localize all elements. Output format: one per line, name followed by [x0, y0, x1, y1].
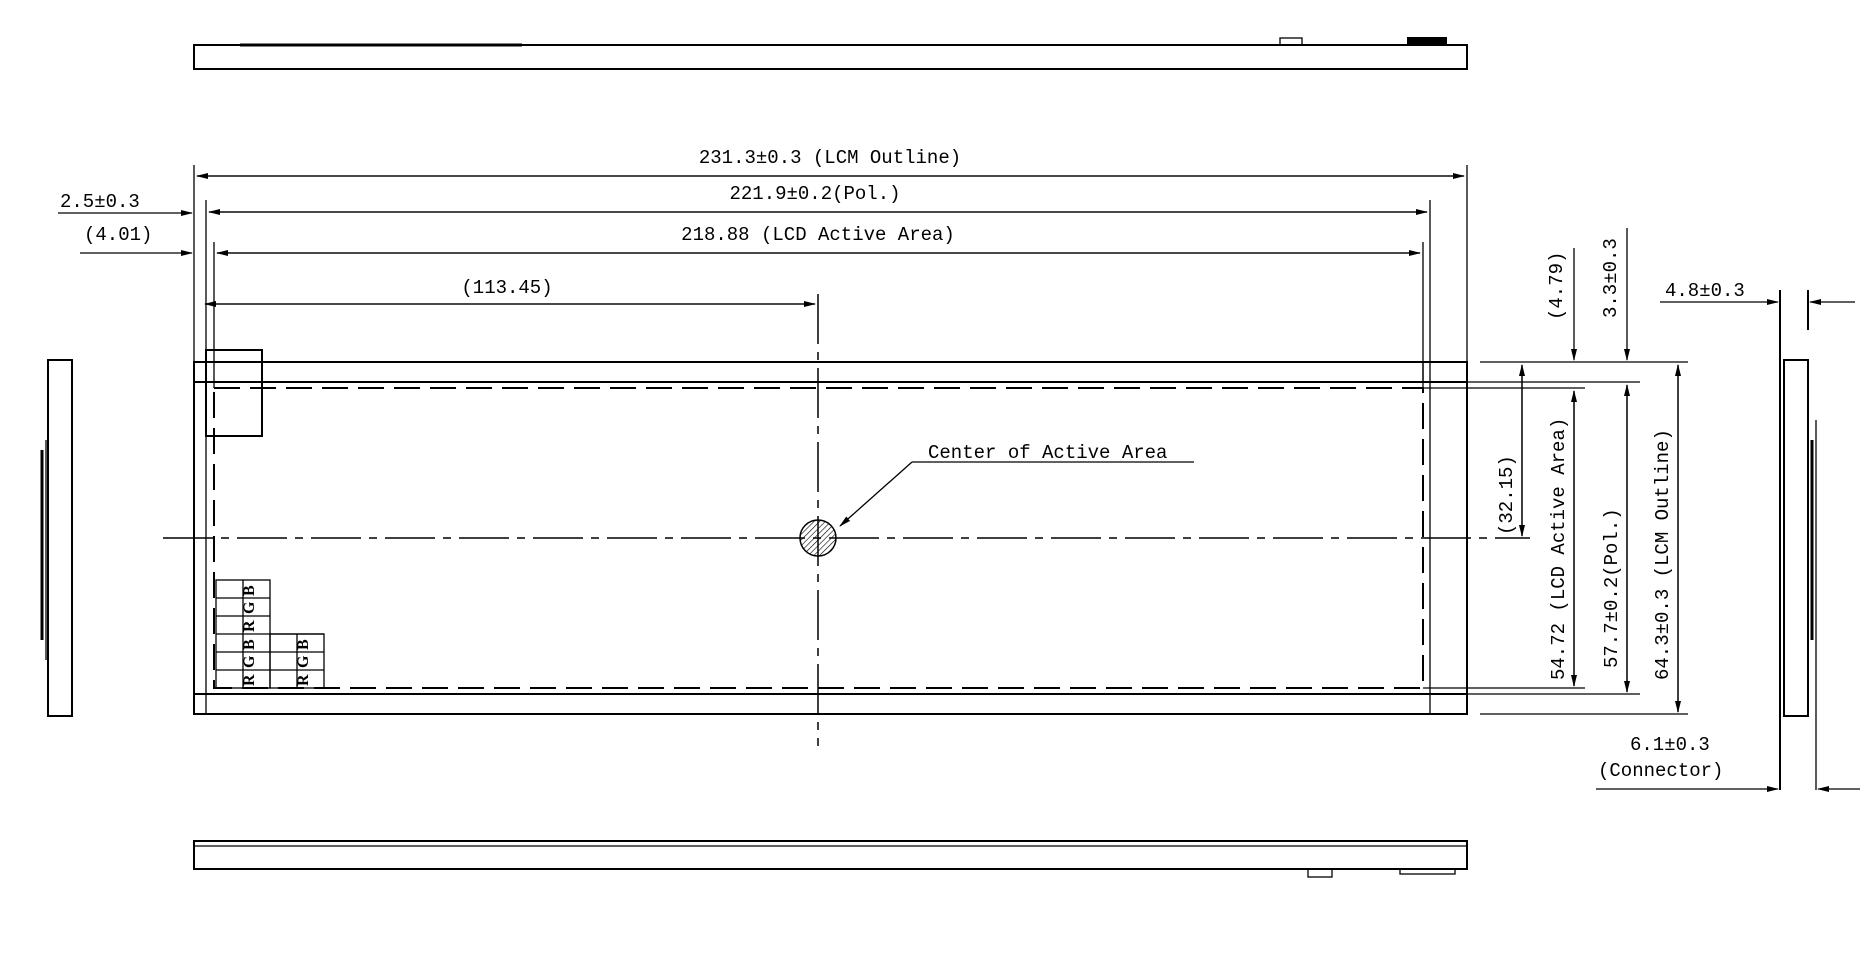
vertical-dimensions: (4.79) 3.3±0.3 (32.15) 54.72 (LCD Active…	[1496, 228, 1681, 713]
center-x-label: (113.45)	[461, 277, 552, 299]
front-view: Center of Active Area	[163, 165, 1688, 746]
left-offset-active-label: (4.01)	[84, 224, 152, 246]
pixel-label: G	[241, 655, 258, 668]
center-callout: Center of Active Area	[928, 442, 1167, 464]
top-offset-pol-label: 3.3±0.3	[1600, 238, 1622, 318]
active-width-label: 218.88 (LCD Active Area)	[681, 224, 955, 246]
connector-label: (Connector)	[1598, 760, 1723, 782]
left-offset-outline-label: 2.5±0.3	[60, 191, 140, 213]
center-y-label: (32.15)	[1496, 455, 1518, 535]
bottom-side-view	[193, 840, 1468, 878]
outline-height-label: 64.3±0.3 (LCM Outline)	[1652, 429, 1674, 680]
horizontal-dimensions: 231.3±0.3 (LCM Outline) 221.9±0.2(Pol.) …	[58, 147, 1465, 307]
connector-thickness-label: 6.1±0.3	[1630, 734, 1710, 756]
pixel-label: R	[295, 674, 312, 686]
pixel-label: R	[241, 674, 258, 686]
center-mark	[799, 519, 837, 557]
pixel-label: G	[295, 655, 312, 668]
outline-width-label: 231.3±0.3 (LCM Outline)	[699, 147, 961, 169]
pixel-label: B	[241, 639, 258, 650]
rgb-pixel-arrangement: R G B R G B R G B	[215, 579, 325, 689]
thickness-label: 4.8±0.3	[1665, 280, 1745, 302]
pixel-label: R	[241, 620, 258, 632]
top-offset-active-label: (4.79)	[1546, 252, 1568, 320]
pol-width-label: 221.9±0.2(Pol.)	[729, 183, 900, 205]
right-side-view: 4.8±0.3 6.1±0.3 (Connector)	[1596, 280, 1860, 792]
pixel-label: G	[241, 601, 258, 614]
pixel-label: B	[295, 639, 312, 650]
top-side-view	[193, 37, 1468, 70]
active-height-label: 54.72 (LCD Active Area)	[1548, 418, 1570, 680]
pol-height-label: 57.7±0.2(Pol.)	[1601, 508, 1623, 668]
left-side-view	[40, 359, 73, 717]
pixel-label: B	[241, 585, 258, 596]
